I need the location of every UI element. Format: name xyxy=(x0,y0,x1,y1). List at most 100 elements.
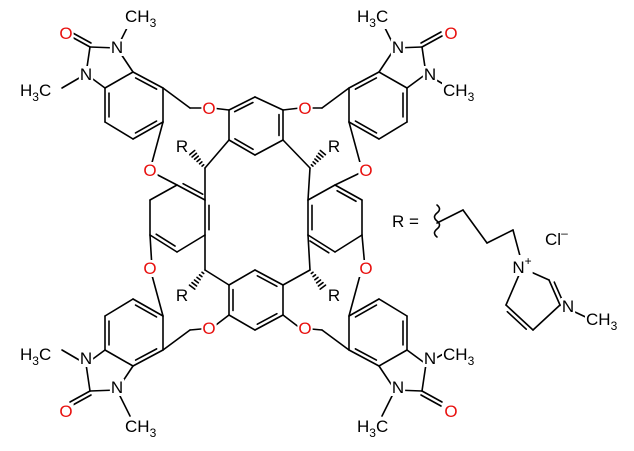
double-bond xyxy=(155,233,176,247)
bond-layer xyxy=(61,21,593,417)
methyl-bottom-right-lower-bg xyxy=(356,418,390,439)
imidazolium-n-plus-part: N xyxy=(512,258,524,277)
stereo-r-top-left xyxy=(196,158,201,163)
stereo-r-bottom-left xyxy=(196,276,201,281)
methyl-top-left-upper-part: 3 xyxy=(150,16,157,30)
methyl-bottom-left-lower-part: CH xyxy=(125,417,150,436)
bzi-bottom-left-db xyxy=(134,348,158,361)
carbonyl-oxygen-bottom-right: O xyxy=(444,402,457,421)
methyl-top-left-upper: CH3 xyxy=(125,7,157,30)
stereo-r-top-right xyxy=(312,161,317,165)
nitrogen-br-n1: N xyxy=(424,349,436,368)
double-bond xyxy=(256,312,278,326)
bzi-top-right-benzene xyxy=(348,71,380,89)
stereo-r-top-right xyxy=(315,155,322,161)
imidazolium-methyl-label: CH3 xyxy=(586,310,618,333)
methyl-top-left-lower-part: H xyxy=(20,81,32,100)
methyl-bottom-right-upper-bg xyxy=(442,346,476,367)
bzi-bottom-left-co xyxy=(69,390,91,403)
nitrogen-tr-n2-part: N xyxy=(424,65,436,84)
top-arene xyxy=(228,139,256,156)
stereo-r-bottom-right xyxy=(317,281,324,287)
nitrogen-tl-n1-part: N xyxy=(111,38,123,57)
bzi-top-left-db xyxy=(134,120,158,134)
imidazolium-ring xyxy=(548,279,561,306)
carbonyl-oxygen-top-left: O xyxy=(59,24,72,43)
right-arene xyxy=(334,234,363,253)
methyl-bottom-right-upper: CH3 xyxy=(443,345,475,368)
r-group-bottom-right-part: R xyxy=(328,286,340,305)
top-arene xyxy=(228,96,256,111)
nitrogen-tr-n2: N xyxy=(424,65,436,84)
nitrogen-bl-n1: N xyxy=(80,349,92,368)
methyl-top-right-upper: H3C xyxy=(357,7,388,30)
methyl-bottom-right-lower-part: 3 xyxy=(369,426,376,440)
left-arene xyxy=(176,184,206,201)
stereo-r-top-right xyxy=(317,152,324,158)
methyl-top-left-upper-part: CH xyxy=(125,7,150,26)
carbonyl-oxygen-top-left-part: O xyxy=(59,24,72,43)
oxygen-lower-left: O xyxy=(143,259,156,278)
oxygen-bottom-left-part: O xyxy=(202,319,215,338)
bottom-arene xyxy=(228,269,256,286)
stereo-r-top-left xyxy=(198,161,203,165)
r-group-top-right: R xyxy=(328,137,340,156)
nitrogen-tr-n2-bg xyxy=(422,66,438,83)
bzi-top-right-bond xyxy=(406,73,427,89)
methyl-bottom-right-lower: H3C xyxy=(357,417,388,440)
bzi-top-left-o-bond xyxy=(162,87,191,109)
imidazolium-n-plus-part: + xyxy=(525,254,532,268)
stereo-r-bottom-left xyxy=(188,284,196,290)
r-group-top-right-part: R xyxy=(328,137,340,156)
stereo-r-top-left xyxy=(191,152,198,158)
bottom-arene xyxy=(228,314,256,331)
imidazolium-methyl-label-part: CH xyxy=(586,310,611,329)
double-bond xyxy=(506,310,528,330)
methyl-bottom-left-lower-bg xyxy=(124,418,158,439)
oxygen-top-left: O xyxy=(202,99,215,118)
stereo-bond-layer xyxy=(188,149,327,290)
oxygen-top-left-bg xyxy=(201,100,217,117)
chloride-counterion-bg xyxy=(544,227,570,248)
bond xyxy=(282,269,311,286)
r-group-bottom-left-bg xyxy=(174,287,190,304)
r-group-bottom-right-bg xyxy=(326,287,342,304)
double-bond xyxy=(182,182,204,196)
bottom-arene xyxy=(254,269,284,286)
r-definition-label-bg xyxy=(391,213,420,230)
imidazolium-n-methyl-part: N xyxy=(562,297,574,316)
bzi-bottom-left-benzene xyxy=(104,298,134,317)
bzi-bottom-right-benzene xyxy=(348,298,380,317)
stereo-r-bottom-right xyxy=(319,284,327,290)
bond xyxy=(307,234,311,271)
double-bond xyxy=(553,281,563,301)
nitrogen-br-n1-bg xyxy=(422,350,438,367)
nitrogen-tr-n1-part: N xyxy=(392,38,404,57)
bzi-top-right-db xyxy=(354,120,378,134)
bzi-top-right-db xyxy=(354,77,378,90)
methyl-bottom-right-upper-part: CH xyxy=(443,345,468,364)
nitrogen-bl-n2-bg xyxy=(109,379,125,396)
oxygen-bottom-right-bg xyxy=(297,320,313,337)
nitrogen-br-n2: N xyxy=(392,378,404,397)
butyl-chain xyxy=(486,229,514,244)
nitrogen-bl-n1-part: N xyxy=(80,349,92,368)
bond xyxy=(282,314,301,329)
top-arene xyxy=(254,96,284,111)
right-arene xyxy=(307,234,336,253)
chloride-counterion-part: Cl xyxy=(545,230,561,249)
carbonyl-oxygen-bottom-left: O xyxy=(59,402,72,421)
methyl-bottom-right-upper-part: 3 xyxy=(468,354,475,368)
stereo-r-bottom-right xyxy=(315,279,322,284)
oxygen-lower-right-bg xyxy=(358,260,374,277)
bzi-bottom-right-db xyxy=(354,304,378,318)
imidazolium-ring xyxy=(532,304,561,331)
r-group-top-left-bg xyxy=(174,138,190,155)
oxygen-upper-left-part: O xyxy=(143,161,156,180)
bzi-bottom-right-o-bond xyxy=(321,329,350,351)
r-attachment-wavy xyxy=(433,204,441,238)
bond xyxy=(204,269,230,286)
bzi-bottom-right-db xyxy=(354,348,378,361)
